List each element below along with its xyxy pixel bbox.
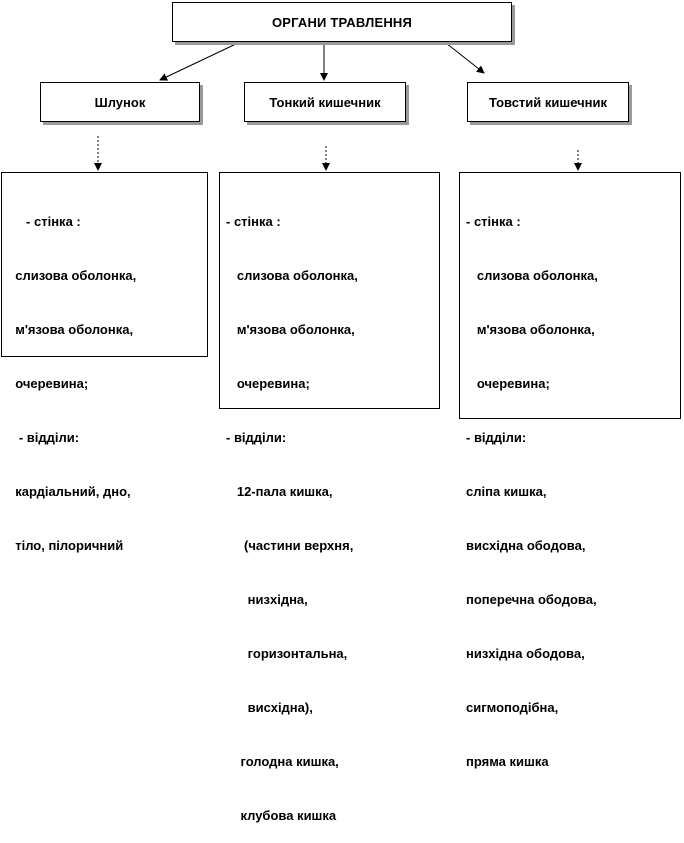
detail-line: висхідна), [226,700,313,715]
arrow-title-to-stomach [159,42,239,81]
arrow-title-to-large-intestine [445,42,485,74]
category-label: Товстий кишечник [488,94,608,110]
detail-line: висхідна ободова, [466,538,586,553]
detail-line: низхідна, [226,592,308,607]
detail-line: слизова оболонка, [8,268,137,283]
detail-line: - відділи: [8,430,80,445]
details-box-stomach: - стінка : слизова оболонка, м'язова обо… [1,172,208,553]
detail-line: слизова оболонка, [466,268,598,283]
detail-line: - відділи: [466,430,527,445]
detail-line: очеревина; [226,376,310,391]
category-box-large-intestine: Товстий кишечник [467,82,629,122]
detail-line: м'язова оболонка, [8,322,134,337]
detail-line: очеревина; [8,376,89,391]
detail-line: (частини верхня, [226,538,354,553]
details-box-large-intestine: - стінка : слизова оболонка, м'язова обо… [459,172,681,769]
root-title: ОРГАНИ ТРАВЛЕННЯ [271,14,413,30]
detail-line: клубова кишка [226,808,337,823]
category-label: Тонкий кишечник [269,94,381,110]
detail-line: - стінка : [466,214,521,229]
root-title-box: ОРГАНИ ТРАВЛЕННЯ [172,2,512,42]
connector-arrows [94,42,582,171]
detail-line: поперечна ободова, [466,592,597,607]
detail-line: - відділи: [226,430,287,445]
detail-line: слизова оболонка, [226,268,358,283]
detail-line: тіло, пілоричний [8,538,124,553]
category-box-stomach: Шлунок [40,82,200,122]
detail-line: голодна кишка, [226,754,339,769]
detail-line: м'язова оболонка, [466,322,595,337]
detail-line: горизонтальна, [226,646,348,661]
category-box-small-intestine: Тонкий кишечник [244,82,406,122]
detail-line: - стінка : [8,214,81,229]
detail-line: 12-пала кишка, [226,484,333,499]
detail-line: сліпа кишка, [466,484,547,499]
detail-line: м'язова оболонка, [226,322,355,337]
category-label: Шлунок [94,94,146,110]
details-box-small-intestine: - стінка : слизова оболонка, м'язова обо… [219,172,440,823]
detail-line: очеревина; [466,376,550,391]
detail-line: низхідна ободова, [466,646,585,661]
detail-line: кардіальний, дно, [8,484,131,499]
detail-line: пряма кишка [466,754,549,769]
detail-line: сигмоподібна, [466,700,559,715]
detail-line: - стінка : [226,214,281,229]
